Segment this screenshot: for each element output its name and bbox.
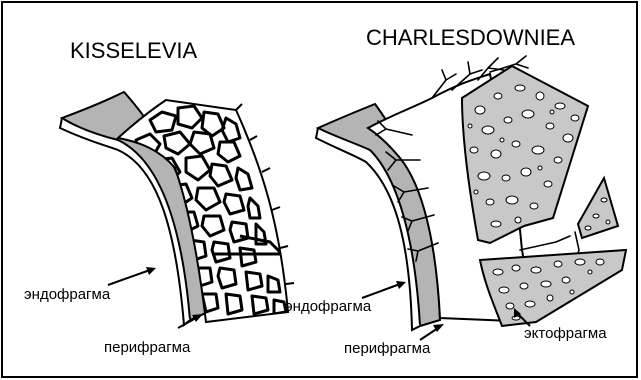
kisselevia-endophragm-label: эндофрагма — [24, 286, 111, 303]
charlesdowniea-periphragm-pointer — [420, 324, 444, 340]
title-charlesdowniea: CHARLESDOWNIEA — [366, 25, 575, 50]
charlesdowniea-endophragm-label: эндофрагма — [285, 298, 372, 315]
charlesdowniea-ectophragm-upper — [462, 66, 588, 243]
charlesdowniea-ectophragm-label: эктофрагма — [524, 325, 607, 342]
charlesdowniea-endophragm-pointer — [362, 281, 406, 298]
charlesdowniea-ectophragm-fragment — [578, 178, 618, 238]
charlesdowniea-ectophragm-lower — [480, 250, 626, 326]
kisselevia-endophragm-pointer — [108, 267, 156, 285]
charlesdowniea-periphragm-label: перифрагма — [344, 340, 431, 357]
kisselevia-periphragm-label: перифрагма — [104, 339, 191, 356]
title-kisselevia: KISSELEVIA — [70, 38, 198, 63]
